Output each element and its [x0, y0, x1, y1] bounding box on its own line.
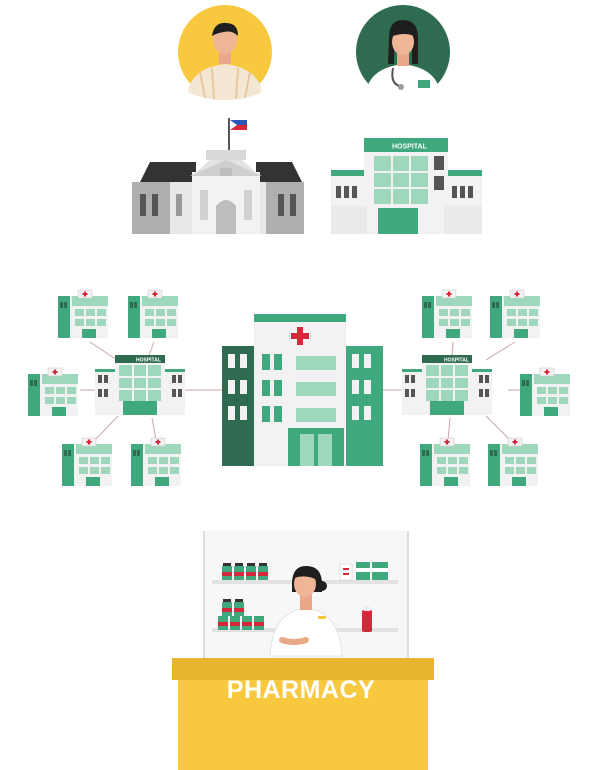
- medicine-boxes-icon: [339, 562, 388, 632]
- hospital-sign: HOSPITAL: [392, 144, 428, 151]
- government-building: [132, 118, 304, 234]
- pharmacist-icon: [269, 566, 343, 657]
- pharmacy-counter-top: [172, 658, 434, 680]
- hospital-network: HOSPITAL HOSPITAL: [27, 289, 571, 487]
- clinic-building: [130, 437, 182, 487]
- network-hospital-left-sign: HOSPITAL: [136, 358, 161, 364]
- philippine-flag-icon: [230, 120, 247, 130]
- official-person-icon: [178, 5, 272, 100]
- network-hospital-right-sign: HOSPITAL: [444, 358, 469, 364]
- central-hospital: [222, 314, 383, 466]
- pharmacy-label: PHARMACY: [226, 676, 376, 704]
- clinic-building: [487, 437, 539, 487]
- clinic-building: [27, 367, 79, 417]
- network-hospital-right: HOSPITAL: [401, 354, 493, 416]
- clinic-building: [489, 289, 541, 339]
- clinic-building: [127, 289, 179, 339]
- network-hospital-left: HOSPITAL: [94, 354, 186, 416]
- hospital-building: HOSPITAL: [331, 138, 482, 234]
- doctor-icon: [356, 5, 450, 100]
- clinic-building: [519, 367, 571, 417]
- medicine-bottles-icon: [218, 563, 268, 630]
- pharmacy-illustration: [172, 531, 434, 770]
- clinic-building: [57, 289, 109, 339]
- clinic-building: [61, 437, 113, 487]
- clinic-building: [421, 289, 473, 339]
- clinic-building: [419, 437, 471, 487]
- pharmacy-counter: [178, 680, 428, 770]
